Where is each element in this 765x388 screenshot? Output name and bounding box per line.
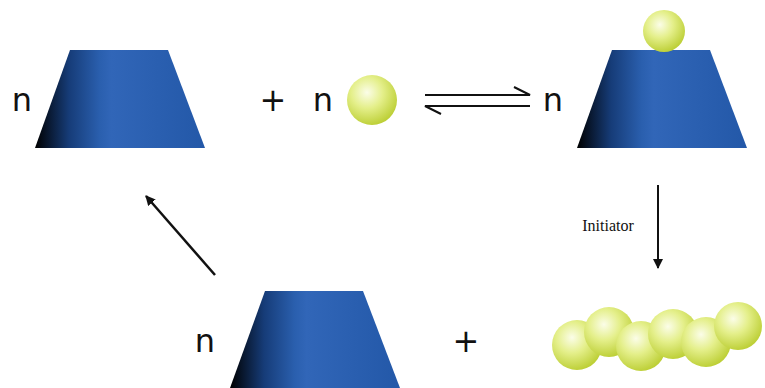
plus-sign: + [453, 325, 480, 357]
recycle-arrow [146, 196, 215, 275]
host-trapezoid [35, 50, 205, 148]
polymer-chain [552, 302, 762, 371]
host-trapezoid [577, 50, 747, 148]
count-label: n [195, 325, 215, 357]
count-label: n [12, 84, 32, 116]
monomer-sphere [347, 75, 397, 125]
count-label: n [313, 84, 333, 116]
count-label: n [543, 84, 563, 116]
monomer-sphere [643, 10, 685, 52]
reagent-label: Initiator [582, 218, 634, 234]
host-trapezoid [230, 291, 400, 388]
equilibrium-arrows [425, 87, 530, 114]
plus-sign: + [260, 84, 287, 116]
reaction-arrow [657, 185, 659, 268]
